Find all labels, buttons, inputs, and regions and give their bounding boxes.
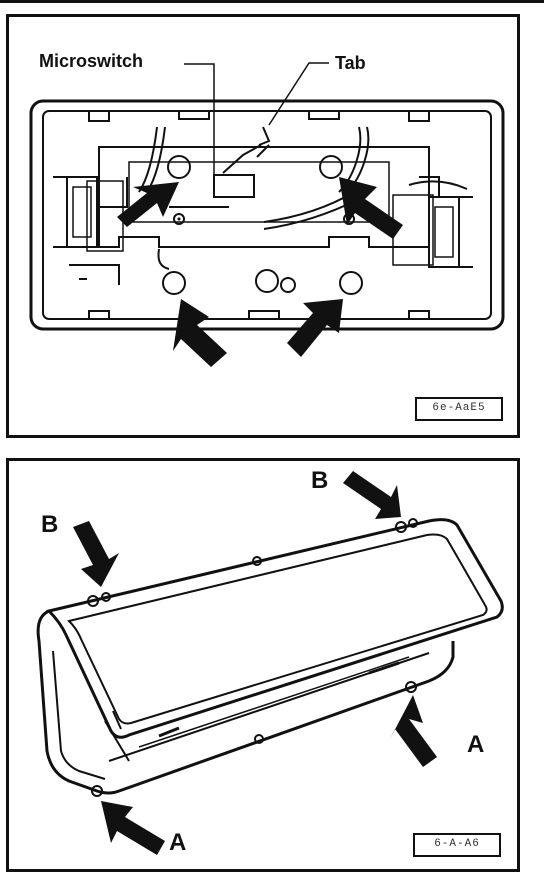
label-a-left: A: [169, 829, 187, 856]
reference-code-bottom: 6-A-A6: [413, 833, 501, 857]
label-a-right: A: [467, 731, 485, 758]
lamp-housing-exterior-drawing: [36, 471, 504, 855]
top-figure-panel: Microswitch Tab 6e-AaE5: [6, 14, 520, 438]
label-b-right: B: [311, 467, 329, 494]
top-rule: [0, 0, 544, 3]
label-b-left: B: [41, 511, 59, 538]
bottom-figure-panel: B B A A 6-A-A6: [6, 458, 520, 872]
tab-label: Tab: [335, 53, 366, 73]
reference-code-top: 6e-AaE5: [415, 397, 503, 421]
lamp-housing-interior-drawing: [29, 62, 505, 367]
microswitch-label: Microswitch: [39, 51, 144, 71]
